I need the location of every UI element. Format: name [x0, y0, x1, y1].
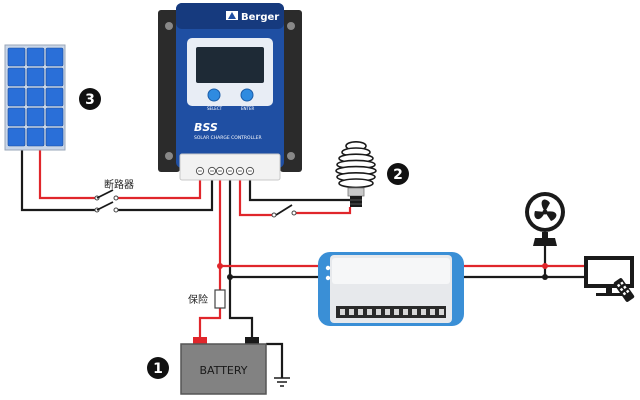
load-switch [271, 204, 297, 218]
solar-cell [7, 47, 26, 67]
marker-2-label: 2 [393, 167, 403, 183]
breaker-blade [96, 189, 114, 199]
solar-cell [45, 87, 64, 107]
junction-dot [217, 263, 223, 269]
vent-slot [421, 309, 426, 315]
marker-3: 3 [79, 88, 101, 110]
controller-bracket-right [280, 10, 302, 172]
junction-dots [217, 263, 548, 280]
battery-positive-wire-2 [198, 308, 222, 338]
select-button-label: SELECT [207, 106, 223, 111]
solar-cell [45, 127, 64, 147]
solar-cell [26, 87, 45, 107]
panel-negative-wire-2 [118, 178, 214, 212]
solar-cell [45, 67, 64, 87]
junction-dot [227, 274, 233, 280]
wires [20, 150, 584, 378]
panel-negative-wire [20, 150, 95, 212]
enter-button-label: ENTER [241, 106, 254, 111]
tv-icon [584, 256, 635, 302]
mounting-hole [287, 152, 295, 160]
vent-slot [376, 309, 381, 315]
mounting-hole [165, 22, 173, 30]
vent-slot [439, 309, 444, 315]
select-button[interactable] [207, 88, 221, 102]
charge-controller: Berger SELECT ENTER BSS SOLAR CHARGE CON… [158, 3, 302, 181]
fuse-body [214, 289, 226, 309]
breaker-switch: 断路器 [94, 178, 134, 213]
marker-2-circle [387, 163, 409, 185]
vent-slot [385, 309, 390, 315]
enter-button[interactable] [240, 88, 254, 102]
marker-2: 2 [387, 163, 409, 185]
solar-cell [7, 67, 26, 87]
breaker-blade [96, 201, 114, 211]
switch-contact [271, 212, 277, 218]
solar-cell [26, 47, 45, 67]
marker-1: 1 [147, 357, 169, 379]
controller-brand: Berger [241, 12, 279, 23]
solar-cell [26, 67, 45, 87]
vent-slot [349, 309, 354, 315]
marker-3-circle [79, 88, 101, 110]
ground-icon [274, 377, 290, 387]
solar-cell [7, 127, 26, 147]
light-bulb-icon [335, 141, 377, 207]
battery-negative-terminal [245, 337, 259, 345]
solar-cell [45, 107, 64, 127]
mounting-hole [165, 152, 173, 160]
vent-slot [430, 309, 435, 315]
solar-cell [7, 107, 26, 127]
bulb-coil [338, 178, 374, 189]
controller-subtitle: SOLAR CHARGE CONTROLLER [194, 135, 262, 141]
vent-slot [394, 309, 399, 315]
marker-3-label: 3 [85, 92, 95, 108]
load-negative-wire [248, 178, 354, 202]
solar-panel-icon [4, 44, 66, 151]
controller-bracket-left [158, 10, 180, 172]
load-positive-wire [238, 178, 272, 217]
vent-slot [403, 309, 408, 315]
battery: BATTERY [180, 337, 267, 395]
breaker-contact [113, 207, 119, 213]
vent-slot [340, 309, 345, 315]
battery-positive-terminal [193, 337, 207, 345]
junction-dot [542, 263, 548, 269]
solar-cell [7, 87, 26, 107]
solar-cell [26, 107, 45, 127]
remote-control-icon [613, 278, 635, 302]
marker-1-circle [147, 357, 169, 379]
vent-slot [412, 309, 417, 315]
battery-label: BATTERY [199, 364, 247, 377]
marker-1-label: 1 [153, 361, 163, 377]
switch-blade [275, 204, 293, 216]
mounting-hole [287, 22, 295, 30]
brand-logo-mark [228, 12, 236, 19]
lcd-screen [196, 47, 264, 83]
solar-cell [45, 47, 64, 67]
battery-case [180, 343, 267, 395]
switch-contact [291, 210, 297, 216]
load-positive-wire-2 [296, 207, 352, 215]
fan-icon [525, 192, 565, 246]
panel-positive-wire [38, 150, 95, 200]
controller-model: BSS [194, 121, 218, 134]
breaker-contact [113, 195, 119, 201]
fuse: 保险 [188, 289, 226, 309]
battery-negative-wire [228, 178, 254, 338]
inverter-icon [318, 252, 464, 326]
breaker-label: 断路器 [104, 178, 134, 191]
fuse-label: 保险 [188, 293, 208, 306]
panel-positive-wire-2 [118, 178, 202, 200]
vent-slot [358, 309, 363, 315]
junction-dot [542, 274, 548, 280]
ground-wire [266, 342, 284, 378]
vent-slot [367, 309, 372, 315]
solar-cell [26, 127, 45, 147]
